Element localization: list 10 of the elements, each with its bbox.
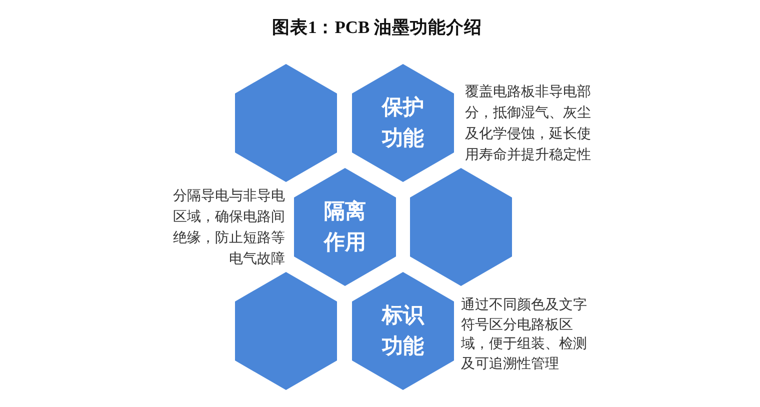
description-text: 通过不同颜色及文字符号区分电路板区域，便于组装、检测及可追溯性管理: [461, 296, 588, 374]
description-text: 覆盖电路板非导电部分，抵御湿气、灰尘及化学侵蚀，延长使用寿命并提升稳定性: [465, 83, 592, 165]
description-text: 分隔导电与非导电区域，确保电路间绝缘，防止短路等电气故障: [172, 187, 285, 269]
hexagon: 标识功能: [352, 272, 454, 390]
hexagon: [410, 168, 512, 286]
hexagon: [235, 272, 337, 390]
hexagon: 保护功能: [352, 64, 454, 182]
hexagon: 隔离作用: [294, 168, 396, 286]
title: 图表1：PCB 油墨功能介绍: [270, 16, 484, 39]
hexagon: [235, 64, 337, 182]
